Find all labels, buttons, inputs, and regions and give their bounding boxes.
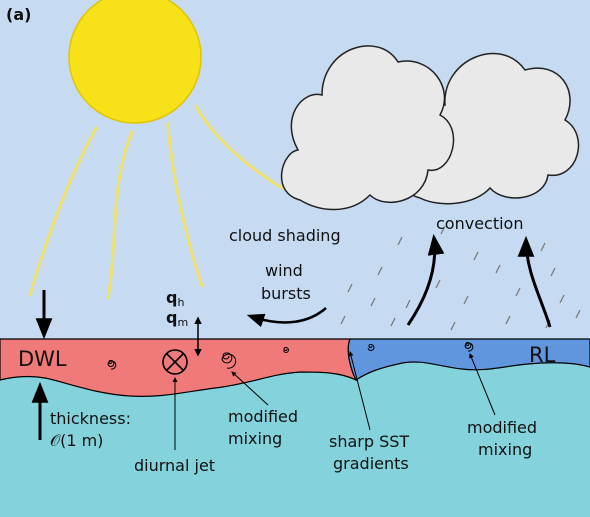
rain-streak xyxy=(450,321,456,331)
thickness-label-line2: 𝒪(1 m) xyxy=(50,431,103,450)
eddy-large xyxy=(221,352,237,369)
eddy-small-4 xyxy=(464,341,474,352)
momentum-flux-label: qm xyxy=(166,308,188,329)
rl-label: RL xyxy=(529,343,556,367)
rl-layer xyxy=(347,338,590,381)
rain-streak xyxy=(515,287,521,297)
wind-bursts-label-line2: bursts xyxy=(261,284,311,303)
sun-ray xyxy=(194,104,284,190)
convection-label: convection xyxy=(436,214,523,233)
wind-bursts-label-line1: wind xyxy=(265,261,303,280)
wind-bursts-arrow xyxy=(246,307,327,328)
rain-streak xyxy=(340,315,346,325)
momentum-flux-symbol: q xyxy=(166,308,177,327)
sharp-sst-line2: gradients xyxy=(333,454,409,473)
rain-streak xyxy=(505,315,511,325)
heat-flux-symbol: q xyxy=(166,288,177,307)
cloud-left xyxy=(280,45,455,211)
annotation-pointers xyxy=(172,351,496,450)
sun-ray xyxy=(106,130,134,300)
cloud-shading-label: cloud shading xyxy=(229,226,341,245)
rain-streak xyxy=(463,295,469,305)
thickness-label-line1: thickness: xyxy=(50,409,131,428)
jet-cross-icon xyxy=(162,349,188,375)
rain-streak xyxy=(405,299,411,309)
rain-streak xyxy=(397,236,403,246)
rain-streak xyxy=(440,225,446,235)
diurnal-jet-label: diurnal jet xyxy=(134,456,215,475)
eddy-icon xyxy=(107,341,474,370)
rain-streak xyxy=(550,267,556,277)
convection-arrows xyxy=(406,233,552,328)
rain-streak xyxy=(495,264,501,274)
sharp-sst-line1: sharp SST xyxy=(329,432,409,451)
sun-icon xyxy=(68,0,202,124)
panel-label: (a) xyxy=(6,5,31,24)
rain-streak xyxy=(377,266,383,276)
convection-arrow-right xyxy=(517,235,552,328)
momentum-flux-subscript: m xyxy=(177,316,188,329)
modified-mixing-left-pointer xyxy=(231,371,269,406)
heat-flux-label: qh xyxy=(166,288,184,309)
sun-ray xyxy=(28,126,98,297)
rain-streak xyxy=(390,317,396,327)
eddy-small-2 xyxy=(283,346,289,353)
cloud-icon xyxy=(280,45,580,211)
rain-streak xyxy=(575,309,581,319)
dwl-label: DWL xyxy=(18,347,67,371)
modified-mixing-right-line1: modified xyxy=(467,418,537,437)
sun-rays xyxy=(28,104,284,300)
rain-streak xyxy=(347,283,353,293)
rain-streak xyxy=(559,294,565,304)
eddy-small-3 xyxy=(367,343,375,351)
eddy-small-1 xyxy=(107,359,117,370)
convection-arrow-left xyxy=(406,233,445,326)
rain-streak xyxy=(435,279,441,289)
sharp-sst-pointer xyxy=(348,351,371,431)
heat-flux-subscript: h xyxy=(177,296,184,309)
rain-streak xyxy=(540,242,546,252)
modified-mixing-right-line2: mixing xyxy=(478,440,532,459)
sun-ray xyxy=(166,122,204,288)
modified-mixing-right-pointer xyxy=(469,353,496,416)
modified-mixing-left-line2: mixing xyxy=(228,429,282,448)
rain-streak xyxy=(370,297,376,307)
modified-mixing-left-line1: modified xyxy=(228,407,298,426)
rain-streak xyxy=(473,251,479,261)
